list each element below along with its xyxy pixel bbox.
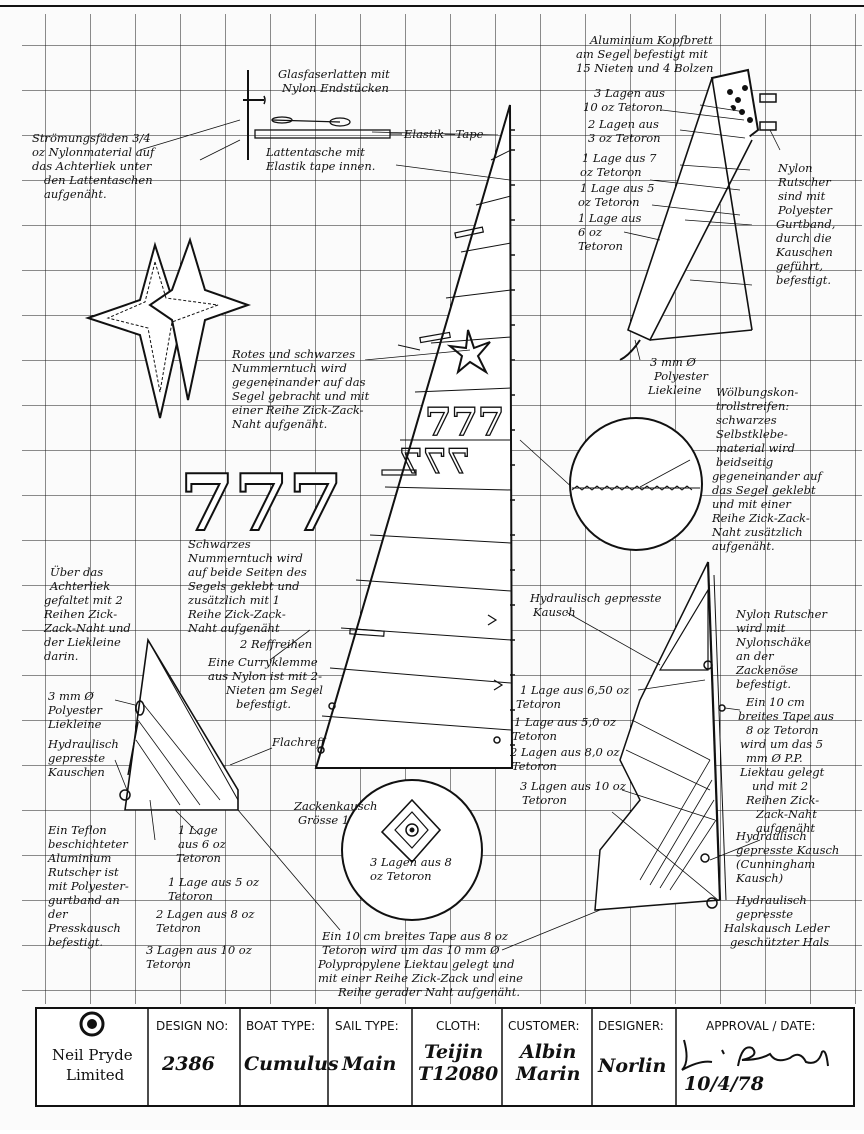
value-date: 10/4/78: [684, 1073, 764, 1095]
approval-signature: [681, 1039, 829, 1071]
title-block: Neil Pryde Limited DESIGN NO: BOAT TYPE:…: [35, 1007, 855, 1107]
value-cloth-line1: Teijin: [424, 1041, 483, 1063]
header-approval-date: APPROVAL / DATE:: [706, 1019, 816, 1033]
value-cloth-line2: T12080: [418, 1063, 498, 1085]
leader-lines: [114, 104, 781, 951]
brand-name: Neil Pryde: [52, 1046, 133, 1064]
header-designer: DESIGNER:: [598, 1019, 664, 1033]
svg-text:777: 777: [425, 399, 504, 444]
neil-pryde-logo-icon: [79, 1011, 105, 1037]
value-design-no: 2386: [161, 1053, 215, 1075]
large-sail-number: 777: [179, 457, 344, 550]
mainsail-drawing: 777 777: [314, 104, 576, 769]
value-sail-type: Main: [341, 1053, 396, 1075]
label-flachreff: Flachreff: [271, 735, 327, 749]
header-design-no: DESIGN NO:: [156, 1019, 228, 1033]
svg-text:777: 777: [399, 442, 470, 482]
svg-text:777: 777: [180, 458, 343, 549]
draft-stripe-detail: [569, 417, 703, 551]
tack-detail-right: [594, 561, 727, 911]
batten-detail: [243, 70, 402, 160]
value-designer: Norlin: [597, 1055, 666, 1077]
star-insignia: [84, 236, 252, 419]
value-boat-type: Cumulus: [244, 1053, 339, 1075]
label-reffreihen: 2 Reffreihen: [239, 637, 312, 651]
header-cloth: CLOTH:: [436, 1019, 480, 1033]
header-customer: CUSTOMER:: [508, 1019, 580, 1033]
value-customer-line2: Marin: [515, 1063, 580, 1085]
header-sail-type: SAIL TYPE:: [335, 1019, 399, 1033]
value-customer-line1: Albin: [518, 1041, 576, 1063]
header-boat-type: BOAT TYPE:: [246, 1019, 315, 1033]
tack-circle-detail: [341, 779, 483, 921]
label-elastik: Elastik—Tape: [403, 127, 484, 141]
brand-suffix: Limited: [66, 1066, 125, 1084]
